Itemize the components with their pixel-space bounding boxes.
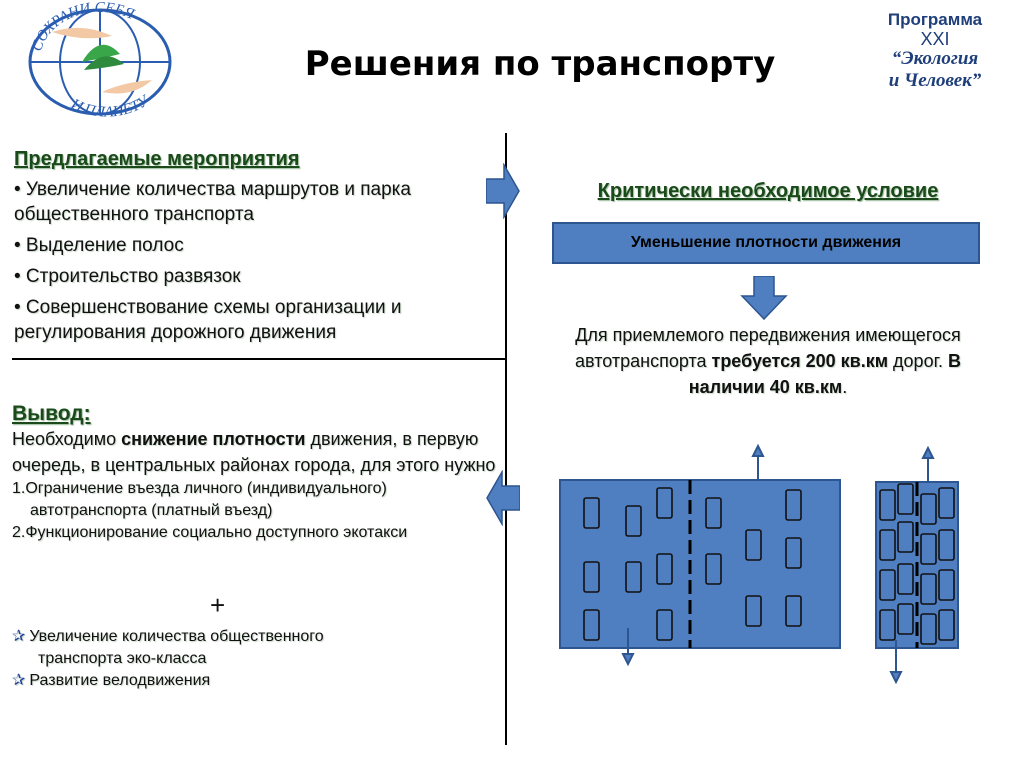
car-icon xyxy=(938,569,955,601)
vertical-divider xyxy=(505,133,507,745)
car-icon xyxy=(656,553,673,585)
program-logo-line3: “Экология xyxy=(891,48,979,69)
slide-title: Решения по транспорту xyxy=(304,44,776,84)
car-icon xyxy=(583,497,600,529)
car-icon xyxy=(879,569,896,601)
logo-text-bottom: И ПЛАНЕТУ xyxy=(68,92,153,121)
car-icon xyxy=(897,483,914,515)
car-icon xyxy=(745,595,762,627)
conclusion-item-2: 2.Функционирование социально доступного … xyxy=(12,524,408,541)
conclusion-heading: Вывод: xyxy=(12,402,91,425)
car-icon xyxy=(938,487,955,519)
car-icon xyxy=(897,521,914,553)
car-icon xyxy=(920,613,937,645)
car-icon xyxy=(625,561,642,593)
star-item-1-text: Увеличение количества общественного xyxy=(29,628,324,645)
measures-heading: Предлагаемые мероприятия xyxy=(14,148,300,170)
req-part-2: дорог. xyxy=(888,351,948,371)
measure-item: • Строительство развязок xyxy=(14,266,241,287)
car-icon xyxy=(879,609,896,641)
globe-logo-icon: СОХРАНИ СЕБЯ И ПЛАНЕТУ xyxy=(12,0,188,122)
car-icon xyxy=(705,553,722,585)
plus-sign: + xyxy=(210,590,226,620)
proposed-measures: Предлагаемые мероприятия • Увеличение ко… xyxy=(14,148,504,345)
star-item-2-text: Развитие велодвижения xyxy=(29,672,211,689)
req-bold-1: требуется 200 кв.км xyxy=(711,351,889,371)
req-part-3: . xyxy=(842,377,848,397)
car-icon xyxy=(938,609,955,641)
car-icon xyxy=(656,487,673,519)
critical-heading: Критически необходимое условие xyxy=(597,180,939,202)
car-icon xyxy=(785,537,802,569)
car-icon xyxy=(879,529,896,561)
car-icon xyxy=(625,505,642,537)
conclusion-para-start: Необходимо xyxy=(12,429,122,449)
extra-measures: ✰Увеличение количества общественного тра… xyxy=(12,626,504,692)
conclusion-para-bold: снижение плотности xyxy=(121,429,306,449)
req-part-1: Для приемлемого передвижения имеющегося … xyxy=(575,325,961,371)
car-icon xyxy=(583,609,600,641)
star-item-1: ✰Увеличение количества общественного xyxy=(12,626,504,648)
svg-text:СОХРАНИ СЕБЯ: СОХРАНИ СЕБЯ xyxy=(29,2,137,53)
requirement-text: Для приемлемого передвижения имеющегося … xyxy=(548,322,988,400)
program-logo-line2: XXI xyxy=(920,29,950,49)
car-icon xyxy=(583,561,600,593)
star-icon: ✰ xyxy=(12,628,26,645)
car-icon xyxy=(745,529,762,561)
star-item-1-cont: транспорта эко-класса xyxy=(38,650,207,667)
conclusion-item-1: 1.Ограничение въезда личного (индивидуал… xyxy=(12,480,387,497)
program-logo-line4: и Человек” xyxy=(888,70,982,91)
arrow-down-icon xyxy=(740,275,788,321)
arrow-right-icon xyxy=(485,162,520,220)
measure-item: • Выделение полос xyxy=(14,235,184,256)
program-logo: Программа XXI “Экология и Человек” xyxy=(860,10,1010,92)
density-box-label: Уменьшение плотности движения xyxy=(630,234,902,251)
density-box: Уменьшение плотности движения xyxy=(552,222,980,264)
road-diagram-icon xyxy=(550,440,990,690)
program-logo-line1: Программа xyxy=(887,10,983,29)
car-icon xyxy=(879,489,896,521)
conclusion-section: Вывод: Необходимо снижение плотности дви… xyxy=(12,402,504,544)
conclusion-paragraph: Необходимо снижение плотности движения, … xyxy=(12,426,504,478)
car-icon xyxy=(656,609,673,641)
horizontal-divider xyxy=(12,358,505,360)
req-bold-2: В наличии 40 кв.км xyxy=(688,351,961,397)
measure-item: • Увеличение количества маршрутов и парк… xyxy=(14,179,411,225)
star-item-2: ✰Развитие велодвижения xyxy=(12,670,504,692)
logo-text-top: СОХРАНИ СЕБЯ xyxy=(29,0,137,53)
car-icon xyxy=(920,533,937,565)
arrow-left-icon xyxy=(486,469,521,527)
car-icon xyxy=(938,529,955,561)
measure-item: • Совершенствование схемы организации и … xyxy=(14,297,402,343)
car-icon xyxy=(785,595,802,627)
svg-text:И ПЛАНЕТУ: И ПЛАНЕТУ xyxy=(68,92,153,121)
conclusion-para-end: движения, в первую очередь, в центральны… xyxy=(12,429,496,475)
car-icon xyxy=(785,489,802,521)
car-icon xyxy=(920,573,937,605)
conclusion-item-1-cont: автотранспорта (платный въезд) xyxy=(30,502,273,519)
car-icon xyxy=(897,563,914,595)
car-icon xyxy=(897,603,914,635)
star-icon: ✰ xyxy=(12,672,26,689)
car-icon xyxy=(705,497,722,529)
car-icon xyxy=(920,493,937,525)
